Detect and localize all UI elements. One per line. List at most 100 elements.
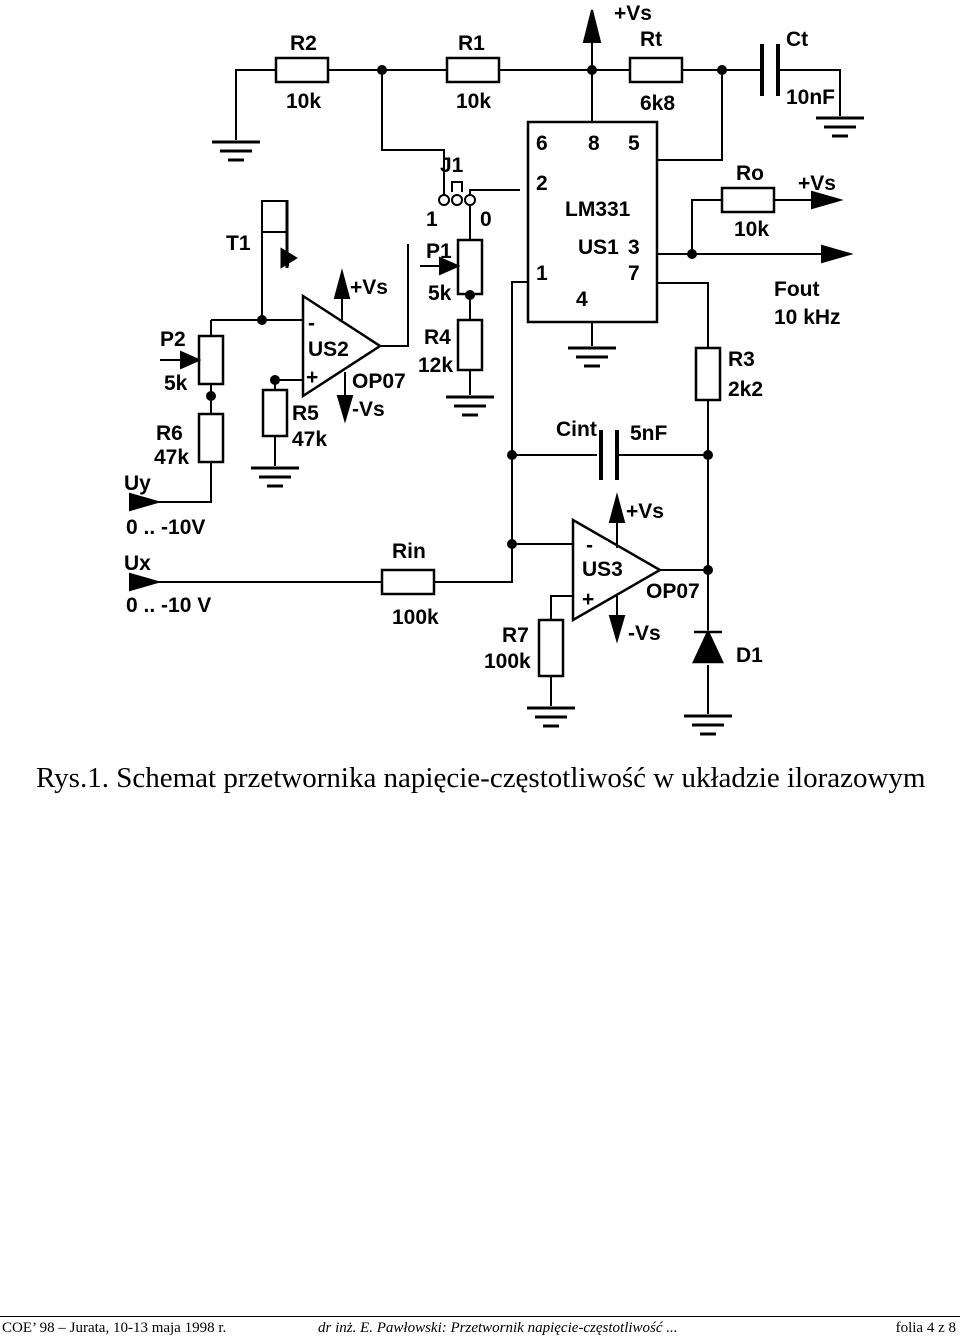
ground-d1 — [682, 714, 734, 736]
resistor-rin — [380, 568, 436, 596]
figure-caption: Rys.1. Schemat przetwornika napięcie-czę… — [36, 762, 926, 794]
resistor-r4 — [456, 318, 484, 372]
label-ro-value: 10k — [734, 218, 769, 241]
label-pin8: 8 — [588, 132, 600, 155]
label-ro-vs: +Vs — [798, 172, 836, 195]
label-us2-vs-plus: +Vs — [350, 276, 388, 299]
resistor-r5 — [261, 388, 289, 438]
label-j1-pos0: 0 — [480, 208, 492, 231]
label-cint-value: 5nF — [630, 422, 668, 445]
label-pin7: 7 — [628, 262, 640, 285]
label-us3: US3 — [582, 558, 623, 581]
wiper-arrows — [160, 256, 461, 370]
ic-lm331-body — [526, 120, 659, 324]
label-d1: D1 — [736, 644, 763, 667]
label-rt-value: 6k8 — [640, 92, 675, 115]
label-fout: Fout — [774, 278, 819, 301]
resistor-ro — [720, 186, 776, 214]
label-r2: R2 — [290, 32, 317, 55]
label-us3-minus: - — [586, 534, 593, 557]
label-p2: P2 — [160, 328, 186, 351]
ground-us1 — [566, 346, 618, 368]
label-op07-a: OP07 — [352, 370, 406, 393]
footer-left: COE’ 98 – Jurata, 10-13 maja 1998 r. — [2, 1320, 227, 1336]
label-pin3: 3 — [628, 236, 640, 259]
label-r6: R6 — [156, 422, 183, 445]
ground-r5 — [249, 466, 301, 488]
label-r5: R5 — [292, 402, 319, 425]
resistor-r1 — [445, 56, 501, 84]
label-pin2: 2 — [536, 172, 548, 195]
label-pin5: 5 — [628, 132, 640, 155]
label-uy-range: 0 .. -10V — [126, 516, 205, 539]
label-r3-value: 2k2 — [728, 378, 763, 401]
label-r4: R4 — [424, 326, 451, 349]
potentiometer-p1 — [456, 238, 484, 296]
potentiometer-p2 — [197, 334, 225, 386]
ground-r4 — [444, 395, 496, 417]
label-j1-pos1: 1 — [426, 208, 438, 231]
capacitor-ct — [760, 44, 780, 96]
junction-dots — [206, 65, 727, 575]
label-r7-value: 100k — [484, 650, 531, 673]
label-uy: Uy — [124, 472, 151, 495]
circuit-schematic: +Vs Rt 6k8 Ct 10nF R2 10k R1 10k 6 8 5 2… — [124, 2, 866, 736]
label-pin1: 1 — [536, 262, 548, 285]
transistor-t1 — [280, 200, 298, 269]
label-r1-value: 10k — [456, 90, 491, 113]
label-p2-value: 5k — [164, 372, 188, 395]
label-r5-value: 47k — [292, 428, 327, 451]
jumper-j1 — [438, 181, 476, 206]
label-pin6: 6 — [536, 132, 548, 155]
label-cint: Cint — [556, 418, 597, 441]
label-rin-value: 100k — [392, 606, 439, 629]
ground-r7 — [525, 706, 577, 728]
label-ux-range: 0 .. -10 V — [126, 594, 211, 617]
resistor-r7 — [537, 618, 565, 678]
resistor-rt — [628, 56, 684, 84]
label-fout-freq: 10 kHz — [774, 306, 841, 329]
label-us2: US2 — [308, 338, 349, 361]
label-us2-minus: - — [308, 312, 315, 335]
label-r7: R7 — [502, 624, 529, 647]
capacitor-cint — [599, 430, 619, 480]
opamp-us2 — [301, 293, 383, 399]
label-rt: Rt — [640, 28, 662, 51]
schematic-labels: +Vs Rt 6k8 Ct 10nF R2 10k R1 10k 6 8 5 2… — [124, 2, 841, 673]
label-ux: Ux — [124, 552, 151, 575]
ground-ct — [814, 116, 866, 138]
label-r4-value: 12k — [418, 354, 453, 377]
label-op07-b: OP07 — [646, 580, 700, 603]
label-j1: J1 — [440, 154, 464, 177]
wires — [130, 28, 850, 714]
label-pin4: 4 — [576, 288, 588, 311]
label-vs-top: +Vs — [614, 2, 652, 25]
label-us2-vs-minus: -Vs — [352, 398, 385, 421]
label-ct-value: 10nF — [786, 86, 835, 109]
label-p1-value: 5k — [428, 282, 452, 305]
ground-r2 — [210, 140, 262, 162]
label-r2-value: 10k — [286, 90, 321, 113]
label-ic-ref: US1 — [578, 236, 619, 259]
label-us3-vs-plus: +Vs — [626, 500, 664, 523]
diode-d1 — [692, 629, 724, 664]
footer-rule — [0, 1316, 960, 1317]
label-r1: R1 — [458, 32, 485, 55]
supply-arrows — [129, 9, 854, 644]
resistor-r6 — [197, 412, 225, 464]
label-us3-plus: + — [582, 588, 594, 611]
label-ct: Ct — [786, 28, 808, 51]
resistor-r3 — [694, 346, 722, 402]
label-ro: Ro — [736, 162, 764, 185]
label-t1: T1 — [226, 232, 251, 255]
label-us3-vs-minus: -Vs — [628, 622, 661, 645]
label-r6-value: 47k — [154, 446, 189, 469]
label-r3: R3 — [728, 348, 755, 371]
resistor-r2 — [274, 56, 330, 84]
footer-right: folia 4 z 8 — [895, 1320, 956, 1336]
footer-middle: dr inż. E. Pawłowski: Przetwornik napięc… — [318, 1320, 678, 1336]
label-p1: P1 — [426, 240, 452, 263]
label-rin: Rin — [392, 540, 426, 563]
label-ic-name: LM331 — [565, 198, 631, 221]
label-us2-plus: + — [306, 366, 318, 389]
